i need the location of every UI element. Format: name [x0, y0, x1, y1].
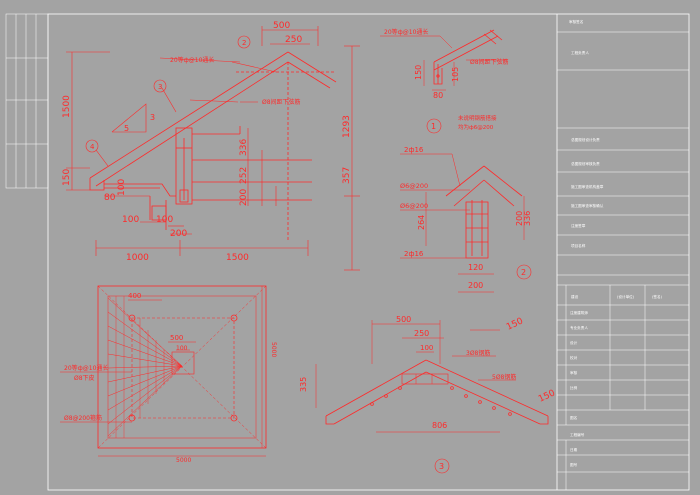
d2-r4: 2ф16 — [404, 250, 424, 258]
detail-3 — [315, 320, 549, 474]
tb-r6: 注册签章 — [571, 223, 586, 228]
d3-dim-250: 250 — [414, 329, 429, 338]
d3-label-top: 3Ø8钢筋 — [466, 349, 490, 357]
d3-dim-806: 806 — [432, 421, 447, 430]
d1-note-title: 未说明钢筋搭接 — [458, 114, 497, 122]
tb-r7: 项目名称 — [571, 243, 586, 248]
binding-margin-grid — [5, 13, 49, 189]
dim-336: 336 — [239, 139, 249, 156]
d1-note-body: 均为ф6@200 — [458, 123, 494, 131]
d2-dim-200b: 200 — [468, 281, 483, 290]
tb-r10: 专业负责人 — [570, 325, 588, 330]
d1-dim-105: 105 — [451, 67, 460, 82]
d2-r1: 2ф16 — [404, 146, 424, 154]
tb-r1: 工程负责人 — [571, 50, 589, 55]
tb-r5: 施工图审查审核确认 — [571, 203, 604, 208]
d3-label-mid: 5Ø8钢筋 — [492, 373, 516, 381]
label-rafter-rebar: 20等ф@10通长 — [170, 56, 214, 64]
dim-top-250: 250 — [285, 35, 302, 45]
sheet-border — [47, 13, 690, 491]
title-block — [557, 31, 689, 490]
roof-elevation — [89, 51, 337, 242]
d3-dim-500: 500 — [396, 315, 411, 324]
title-block-text: 审核签名 工程负责人 总图规划设计负责 总图规划审核负责 施工图审查机构盖章 施… — [569, 19, 663, 467]
dim-200b: 200 — [170, 229, 187, 239]
d2-r2: Ø6@200 — [400, 182, 428, 190]
plan-dim-right-5000: 5000 — [270, 342, 277, 357]
tb-r4: 施工图审查机构盖章 — [571, 184, 604, 189]
tb-r14: 比例 — [570, 385, 578, 390]
callout-4: 4 — [90, 143, 95, 151]
slope-run: 5 — [124, 124, 129, 133]
d2-dim-120: 120 — [468, 263, 483, 272]
dim-left-150: 150 — [62, 169, 72, 186]
detail-2 — [400, 153, 532, 293]
dim-100a: 100 — [117, 179, 127, 196]
d2-dim-264: 264 — [417, 215, 426, 230]
d2-r3: Ø6@200 — [400, 202, 428, 210]
dim-right-357: 357 — [342, 167, 352, 184]
plan-dim-500: 500 — [170, 334, 183, 342]
dim-bottom-1000: 1000 — [126, 253, 149, 263]
tb-r0: 审核签名 — [569, 19, 584, 24]
callout-2: 2 — [242, 39, 246, 47]
dim-top-500: 500 — [273, 21, 290, 31]
detail-1-text: 20等ф@10通长 Ø8间距下弦筋 150 105 80 未说明钢筋搭接 均为ф… — [384, 28, 509, 131]
tb-r17: 日期 — [570, 447, 578, 452]
tb-r3: 总图规划审核负责 — [571, 161, 600, 166]
d3-callout: 3 — [439, 462, 444, 471]
d1-label-rebar: 20等ф@10通长 — [384, 28, 428, 36]
dim-100c: 100 — [156, 215, 173, 225]
d3-dim-150a: 150 — [505, 316, 525, 332]
tb-r8a: 建设 — [571, 294, 579, 299]
tb-r12: 校对 — [570, 355, 578, 360]
dim-left-1500: 1500 — [62, 95, 72, 118]
plan-label-rebar: 20等ф@10通长 — [64, 364, 108, 372]
dim-bottom-1500: 1500 — [226, 253, 249, 263]
d3-dim-335: 335 — [299, 377, 308, 392]
plan-dim-100: 100 — [176, 345, 188, 352]
detail-2-text: 2ф16 Ø6@200 Ø6@200 2ф16 264 200 336 120 … — [400, 146, 532, 290]
plan-label-r8: Ø8下皮 — [74, 374, 95, 382]
tb-r18: 图号 — [570, 462, 578, 467]
tb-r8b: (设计单位) — [617, 294, 635, 299]
d1-dim-80: 80 — [433, 91, 443, 100]
d3-dim-100: 100 — [420, 344, 433, 352]
tb-r11: 设计 — [570, 340, 578, 345]
d3-dim-150b: 150 — [537, 388, 557, 404]
d2-dim-336: 336 — [523, 211, 532, 226]
roof-plan — [60, 285, 267, 457]
tb-r8c: (签名) — [652, 294, 663, 299]
d1-callout: 1 — [431, 122, 436, 131]
plan-text: 400 500 100 5000 5000 20等ф@10通长 Ø8下皮 Ø8@… — [64, 292, 277, 464]
label-bolt: Ø8间距下弦筋 — [262, 98, 301, 106]
dim-right-1293: 1293 — [342, 115, 352, 138]
d1-dim-150: 150 — [414, 65, 423, 80]
tb-r16: 工程编号 — [570, 432, 585, 437]
tb-r9: 注册建筑师 — [570, 310, 588, 315]
d2-dim-200a: 200 — [515, 211, 524, 226]
d2-callout: 2 — [521, 268, 526, 277]
plan-dim-bottom-5000: 5000 — [176, 457, 191, 464]
detail-3-text: 500 250 100 150 150 335 806 3Ø8钢筋 5Ø8钢筋 … — [299, 315, 557, 471]
elevation-dimensions — [66, 26, 360, 271]
slope-rise: 3 — [150, 113, 155, 122]
detail-1 — [380, 29, 508, 134]
dim-200: 200 — [239, 189, 249, 206]
callout-3: 3 — [158, 83, 162, 91]
plan-dim-400: 400 — [128, 292, 141, 300]
dim-252: 252 — [239, 167, 249, 184]
dim-80: 80 — [104, 193, 116, 203]
tb-r13: 审核 — [570, 370, 578, 375]
elevation-callouts — [85, 35, 251, 153]
dim-100b: 100 — [122, 215, 139, 225]
tb-r15: 图名 — [570, 415, 578, 420]
tb-r2: 总图规划设计负责 — [571, 137, 600, 142]
elevation-text: 500 250 1500 150 1293 357 336 252 200 80… — [62, 21, 352, 263]
plan-label-spacing: Ø8@200箍筋 — [64, 414, 102, 422]
d1-label-bottom: Ø8间距下弦筋 — [470, 58, 509, 66]
